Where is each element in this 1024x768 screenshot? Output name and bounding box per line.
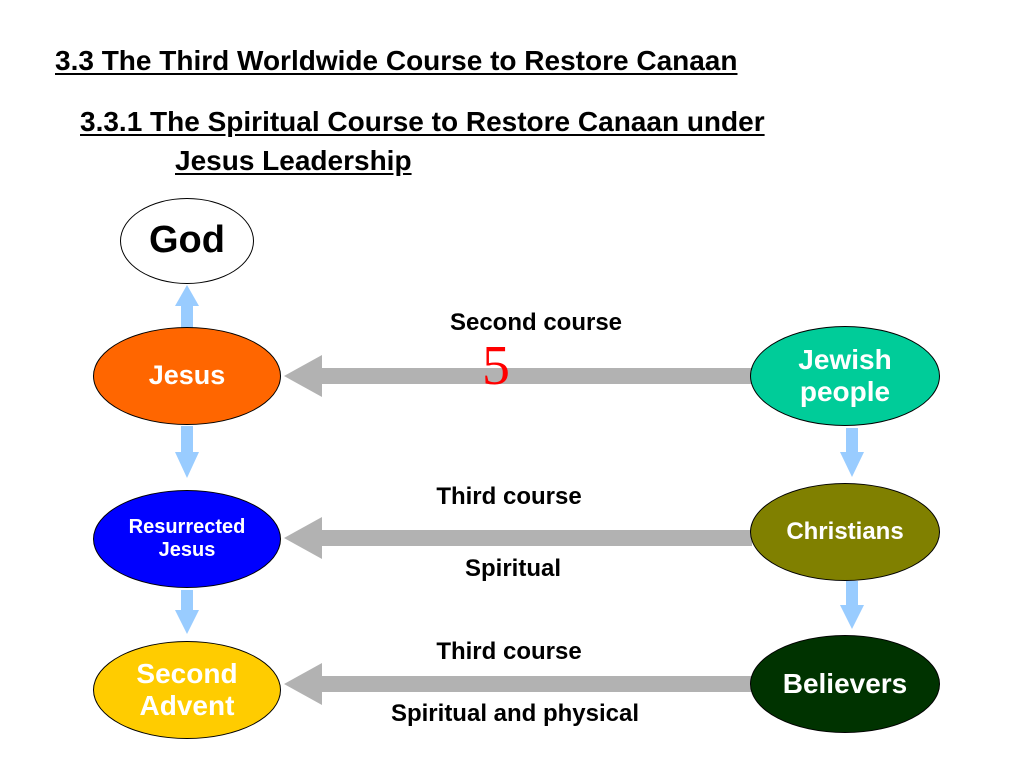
- arrow-shaft: [846, 581, 858, 607]
- arrow-shaft: [318, 368, 752, 384]
- arrow-second-course: [284, 355, 752, 397]
- node-jewish-people-line-1: Jewish: [798, 343, 892, 375]
- arrow-shaft: [181, 426, 193, 454]
- node-christians-label: Christians: [786, 518, 904, 546]
- arrow-shaft: [846, 428, 858, 454]
- edge-number-five: 5: [482, 335, 510, 397]
- node-jewish-people-line-2: people: [799, 376, 891, 407]
- node-second-advent: Second Advent: [93, 641, 281, 739]
- arrow-shaft: [181, 304, 193, 328]
- node-jesus: Jesus: [93, 327, 281, 425]
- edge-sublabel-spiritual: Spiritual: [464, 555, 562, 582]
- node-second-advent-line-1: Second: [136, 657, 238, 689]
- arrow-third-course-physical: [284, 663, 752, 705]
- node-god: God: [120, 198, 254, 284]
- arrow-head: [284, 663, 322, 705]
- arrow-jewish-to-christians: [840, 428, 864, 477]
- arrow-resurrected-to-second-advent: [175, 590, 199, 634]
- node-second-advent-line-2: Advent: [139, 690, 235, 721]
- arrow-head: [284, 517, 322, 559]
- arrow-jesus-to-god: [175, 285, 199, 328]
- node-jewish-people: Jewish people: [750, 326, 940, 426]
- edge-label-third-course-spiritual: Third course: [436, 483, 582, 510]
- slide-title: 3.3 The Third Worldwide Course to Restor…: [55, 45, 738, 76]
- node-jesus-label: Jesus: [148, 360, 226, 391]
- arrow-head: [175, 285, 199, 306]
- edge-label-third-course-physical: Third course: [436, 638, 582, 665]
- arrow-shaft: [318, 676, 752, 692]
- arrow-third-course-spiritual: [284, 517, 752, 559]
- arrow-head: [840, 605, 864, 629]
- node-resurrected-jesus-line-2: Jesus: [158, 539, 216, 561]
- node-god-label: God: [149, 219, 225, 262]
- edge-sublabel-spiritual-physical: Spiritual and physical: [390, 700, 640, 727]
- node-believers-label: Believers: [782, 667, 908, 699]
- arrow-head: [284, 355, 322, 397]
- arrow-shaft: [181, 590, 193, 612]
- node-believers: Believers: [750, 635, 940, 733]
- node-resurrected-jesus-line-1: Resurrected: [128, 516, 246, 538]
- arrow-shaft: [318, 530, 752, 546]
- arrow-jesus-to-resurrected: [175, 426, 199, 478]
- arrow-head: [175, 610, 199, 634]
- section-title-line-2: Jesus Leadership: [175, 145, 412, 176]
- edge-label-second-course: Second course: [449, 309, 623, 336]
- node-resurrected-jesus: Resurrected Jesus: [93, 490, 281, 588]
- section-title-line-1: 3.3.1 The Spiritual Course to Restore Ca…: [80, 106, 765, 137]
- arrow-head: [840, 452, 864, 477]
- arrow-head: [175, 452, 199, 478]
- node-christians: Christians: [750, 483, 940, 581]
- arrow-christians-to-believers: [840, 581, 864, 629]
